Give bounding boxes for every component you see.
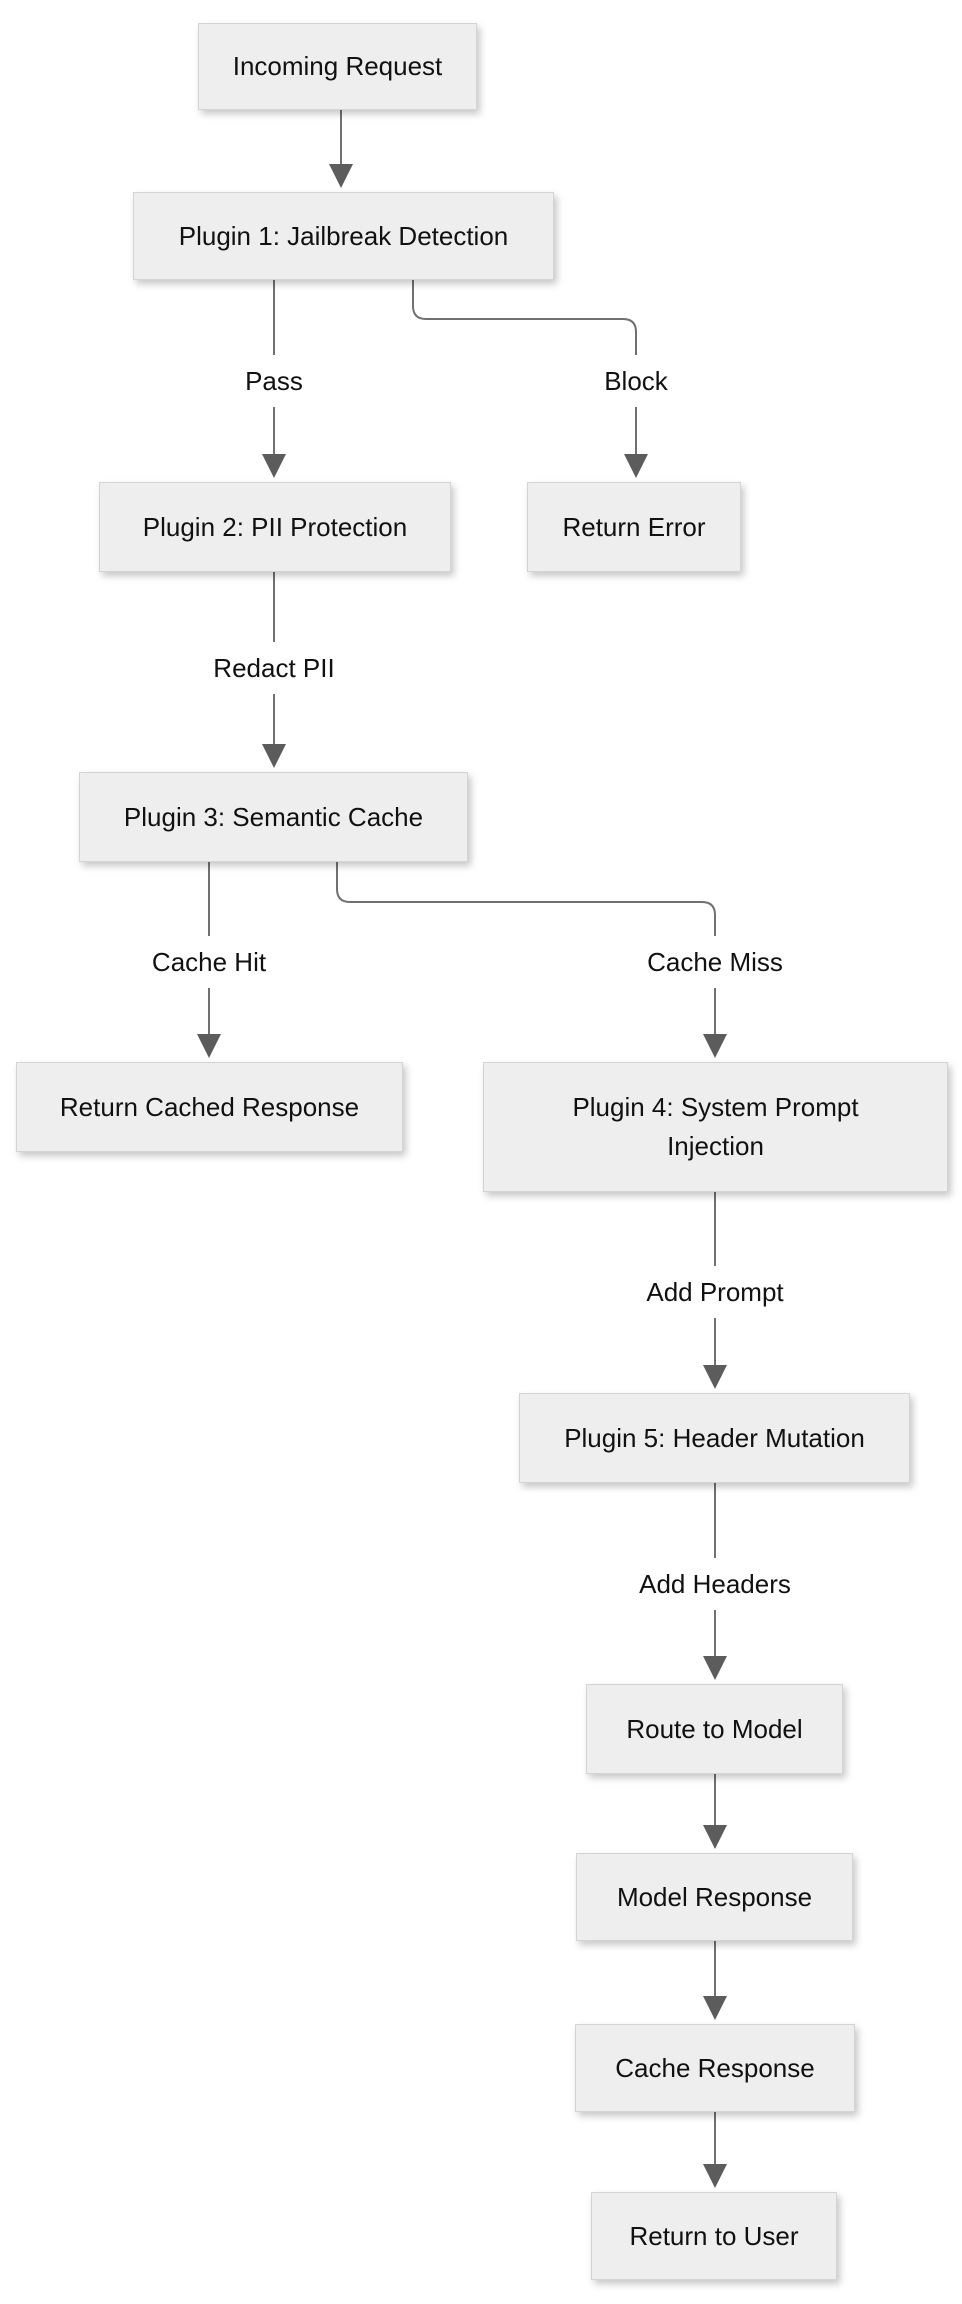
node-plugin5-header-mutation: Plugin 5: Header Mutation <box>519 1393 910 1483</box>
edge-label-add-prompt: Add Prompt <box>632 1266 798 1318</box>
arrowhead-icon <box>262 454 286 478</box>
arrowhead-icon <box>703 1825 727 1849</box>
arrowhead-icon <box>197 1034 221 1058</box>
node-plugin3-semantic-cache: Plugin 3: Semantic Cache <box>79 772 468 862</box>
node-plugin1-jailbreak-detection: Plugin 1: Jailbreak Detection <box>133 192 554 280</box>
node-model-response: Model Response <box>576 1853 853 1941</box>
node-return-error: Return Error <box>527 482 741 572</box>
node-plugin4-system-prompt-injection: Plugin 4: System Prompt Injection <box>483 1062 948 1192</box>
arrowhead-icon <box>703 1034 727 1058</box>
arrowhead-icon <box>703 1996 727 2020</box>
arrowhead-icon <box>703 1365 727 1389</box>
edge-plugin3-plugin4 <box>336 862 716 1034</box>
node-return-to-user: Return to User <box>591 2192 837 2280</box>
arrowhead-icon <box>703 1656 727 1680</box>
node-cache-response: Cache Response <box>575 2024 855 2112</box>
edge-label-add-headers: Add Headers <box>625 1558 805 1610</box>
node-plugin2-pii-protection: Plugin 2: PII Protection <box>99 482 451 572</box>
edge-label-cache-miss: Cache Miss <box>633 936 797 988</box>
arrowhead-icon <box>262 744 286 768</box>
edge-label-redact-pii: Redact PII <box>199 642 349 694</box>
edge-label-block: Block <box>590 355 682 407</box>
arrowhead-icon <box>624 454 648 478</box>
arrowhead-icon <box>329 164 353 188</box>
node-return-cached-response: Return Cached Response <box>16 1062 403 1152</box>
edge-label-cache-hit: Cache Hit <box>137 936 281 988</box>
arrowhead-icon <box>703 2164 727 2188</box>
node-route-to-model: Route to Model <box>586 1684 843 1774</box>
node-incoming-request: Incoming Request <box>198 23 477 110</box>
edge-label-pass: Pass <box>231 355 317 407</box>
edge-plugin1-return-error <box>412 280 637 454</box>
